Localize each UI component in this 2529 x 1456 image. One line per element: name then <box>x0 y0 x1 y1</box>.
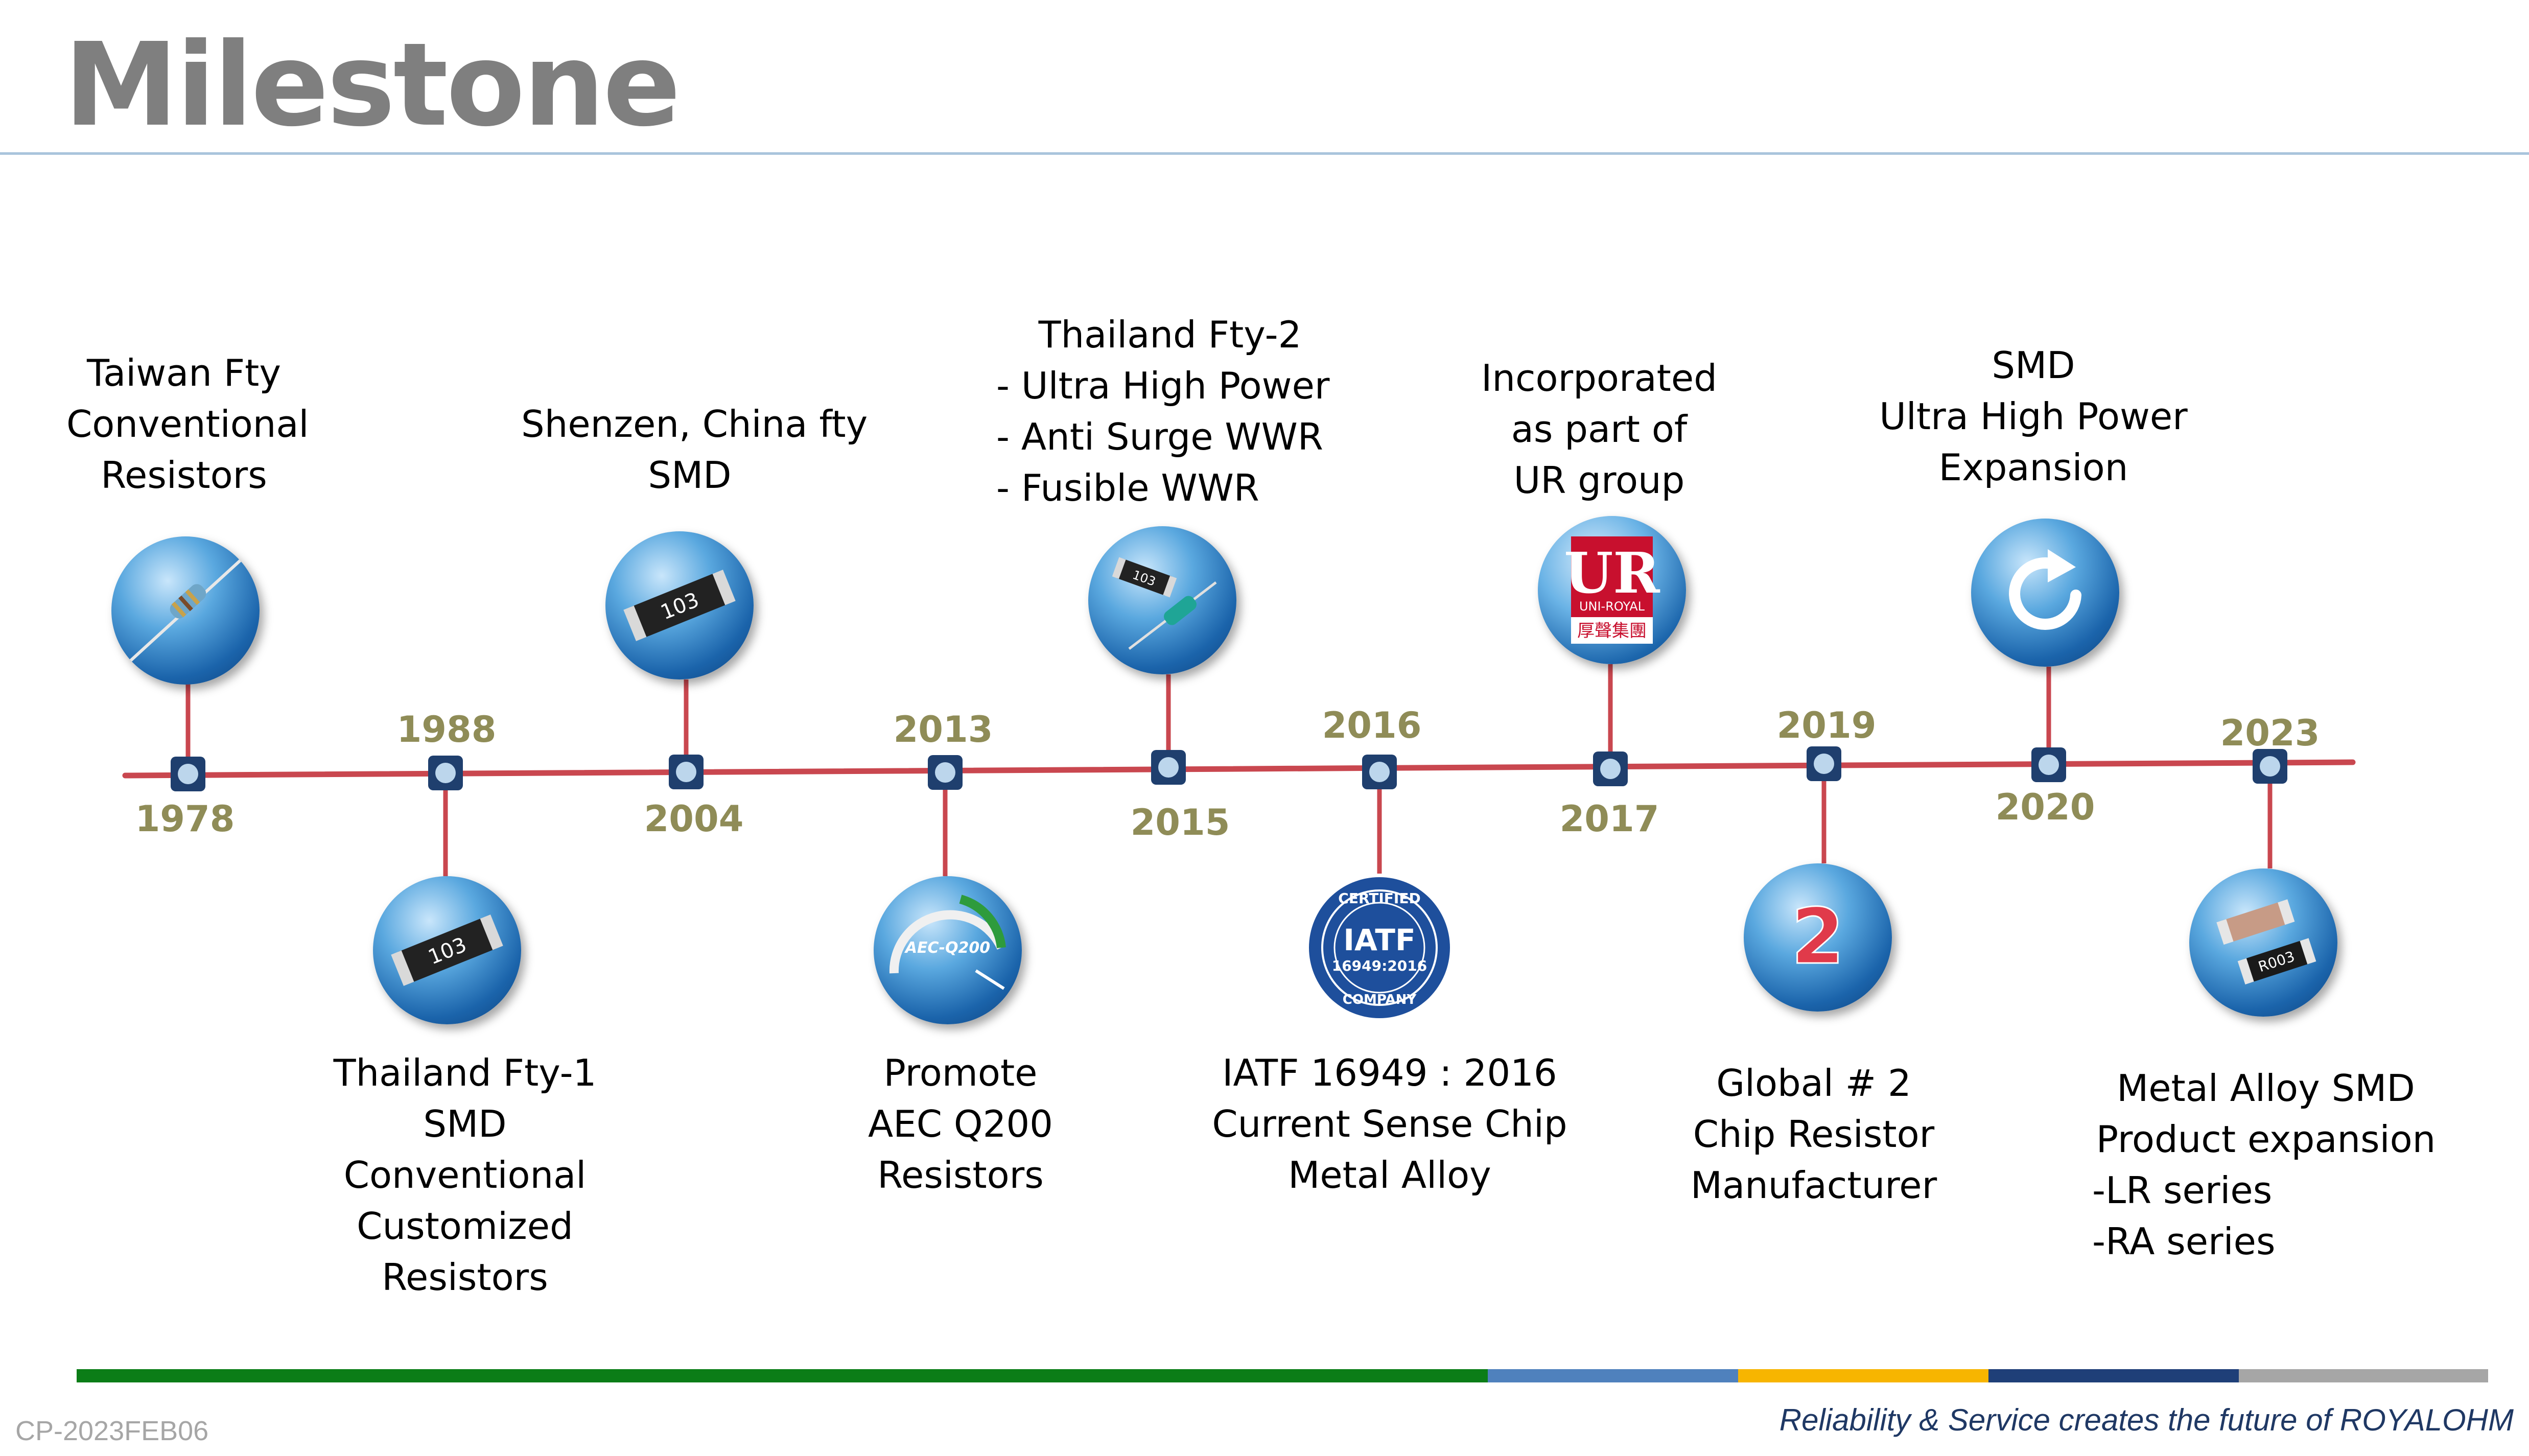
number-two-icon: 2 <box>1744 863 1892 1012</box>
year-label-2023: 2023 <box>2220 712 2320 754</box>
refresh-icon <box>1971 519 2119 667</box>
footer-bar-blue <box>1488 1369 1738 1382</box>
footer-bar-navy <box>1988 1369 2239 1382</box>
page-title: Milestone <box>64 18 681 152</box>
year-label-2020: 2020 <box>1995 786 2095 828</box>
seal-top-text: CERTIFIED <box>1338 890 1420 907</box>
year-label-2013: 2013 <box>893 709 993 750</box>
year-label-2019: 2019 <box>1776 704 1877 746</box>
seal-mark: IATF <box>1343 923 1415 957</box>
timeline-node-dot <box>2260 756 2280 777</box>
seal-bottom-text: COMPANY <box>1343 992 1417 1007</box>
milestone-label-2015: Thailand Fty-2- Ultra High Power- Anti S… <box>996 313 1330 509</box>
footer-bar-yellow <box>1738 1369 1988 1382</box>
timeline-axis <box>122 759 2356 779</box>
timeline-node-dot <box>1369 762 1390 782</box>
year-label-2016: 2016 <box>1322 704 1422 746</box>
timeline-node-dot <box>178 764 198 784</box>
timeline-node-dot <box>435 763 456 783</box>
rank-glyph: 2 <box>1791 893 1844 981</box>
year-label-1978: 1978 <box>135 798 235 840</box>
title-divider <box>0 152 2529 155</box>
iatf-seal-icon: CERTIFIED IATF 16949:2016 COMPANY <box>1305 874 1454 1022</box>
smd-chip-icon-2004: 103 <box>605 531 754 679</box>
timeline-node-dot <box>1600 759 1621 779</box>
timeline-node-dot <box>1158 757 1179 778</box>
timeline-node-dot <box>935 762 955 783</box>
year-label-2004: 2004 <box>644 798 744 840</box>
aec-gauge-icon: AEC-Q200 <box>874 876 1022 1024</box>
year-label-2015: 2015 <box>1130 802 1230 843</box>
aec-badge-text: AEC-Q200 <box>904 939 990 957</box>
timeline-node-dot <box>1814 754 1834 774</box>
year-label-1988: 1988 <box>396 709 497 750</box>
logo-subtitle: UNI-ROYAL <box>1579 599 1645 614</box>
uniroyal-logo-icon: UR UNI-ROYAL 厚聲集團 <box>1538 516 1686 664</box>
document-code: CP-2023FEB06 <box>15 1416 209 1446</box>
axial-resistor-icon <box>111 536 260 685</box>
smd-chip-icon-1988: 103 <box>373 876 521 1024</box>
logo-mark: UR <box>1564 540 1660 606</box>
metal-alloy-chip-icon: R003 <box>2189 868 2337 1017</box>
seal-standard: 16949:2016 <box>1332 957 1427 974</box>
footer-bar-gray <box>2239 1369 2488 1382</box>
timeline-node-dot <box>2039 755 2059 775</box>
footer-bar-green <box>77 1369 1488 1382</box>
timeline-node-dot <box>676 762 696 782</box>
logo-chinese: 厚聲集團 <box>1577 621 1647 641</box>
year-label-2017: 2017 <box>1559 798 1659 840</box>
company-slogan: Reliability & Service creates the future… <box>1779 1403 2514 1437</box>
resistor-pair-icon: 103 <box>1088 526 1236 674</box>
